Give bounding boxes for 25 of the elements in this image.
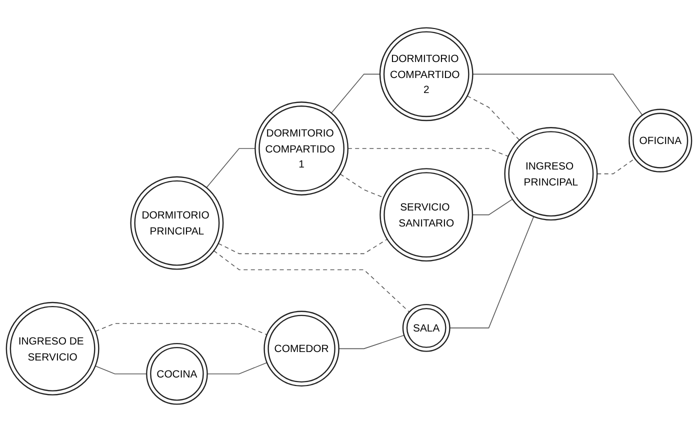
connector (596, 158, 636, 174)
connector (206, 362, 268, 374)
connector (472, 198, 513, 216)
node-circle: DORMITORIO COMPARTIDO 2 (379, 27, 474, 122)
connector (340, 174, 384, 198)
node-circle: SALA (402, 304, 450, 352)
connector (348, 148, 509, 157)
node-circle: DORMITORIO COMPARTIDO 1 (254, 102, 348, 196)
node-circle: OFICINA (628, 108, 692, 172)
connector (94, 323, 268, 336)
connector (218, 238, 388, 254)
connector (213, 250, 410, 312)
connector (449, 216, 534, 328)
node-circle: COMEDOR (264, 310, 340, 387)
connector (206, 148, 256, 188)
node-circle: COCINA (146, 342, 208, 405)
node-circle: DORMITORIO PRINCIPAL (130, 176, 224, 270)
node-circle: SERVICIO SANITARIO (380, 168, 474, 262)
connector (338, 334, 405, 350)
node-circle: INGRESO DE SERVICIO (6, 302, 100, 396)
node-circle: INGRESO PRINCIPAL (504, 127, 598, 221)
connector (94, 366, 148, 374)
connector (330, 74, 380, 114)
connector (466, 96, 520, 141)
connector (472, 74, 643, 116)
